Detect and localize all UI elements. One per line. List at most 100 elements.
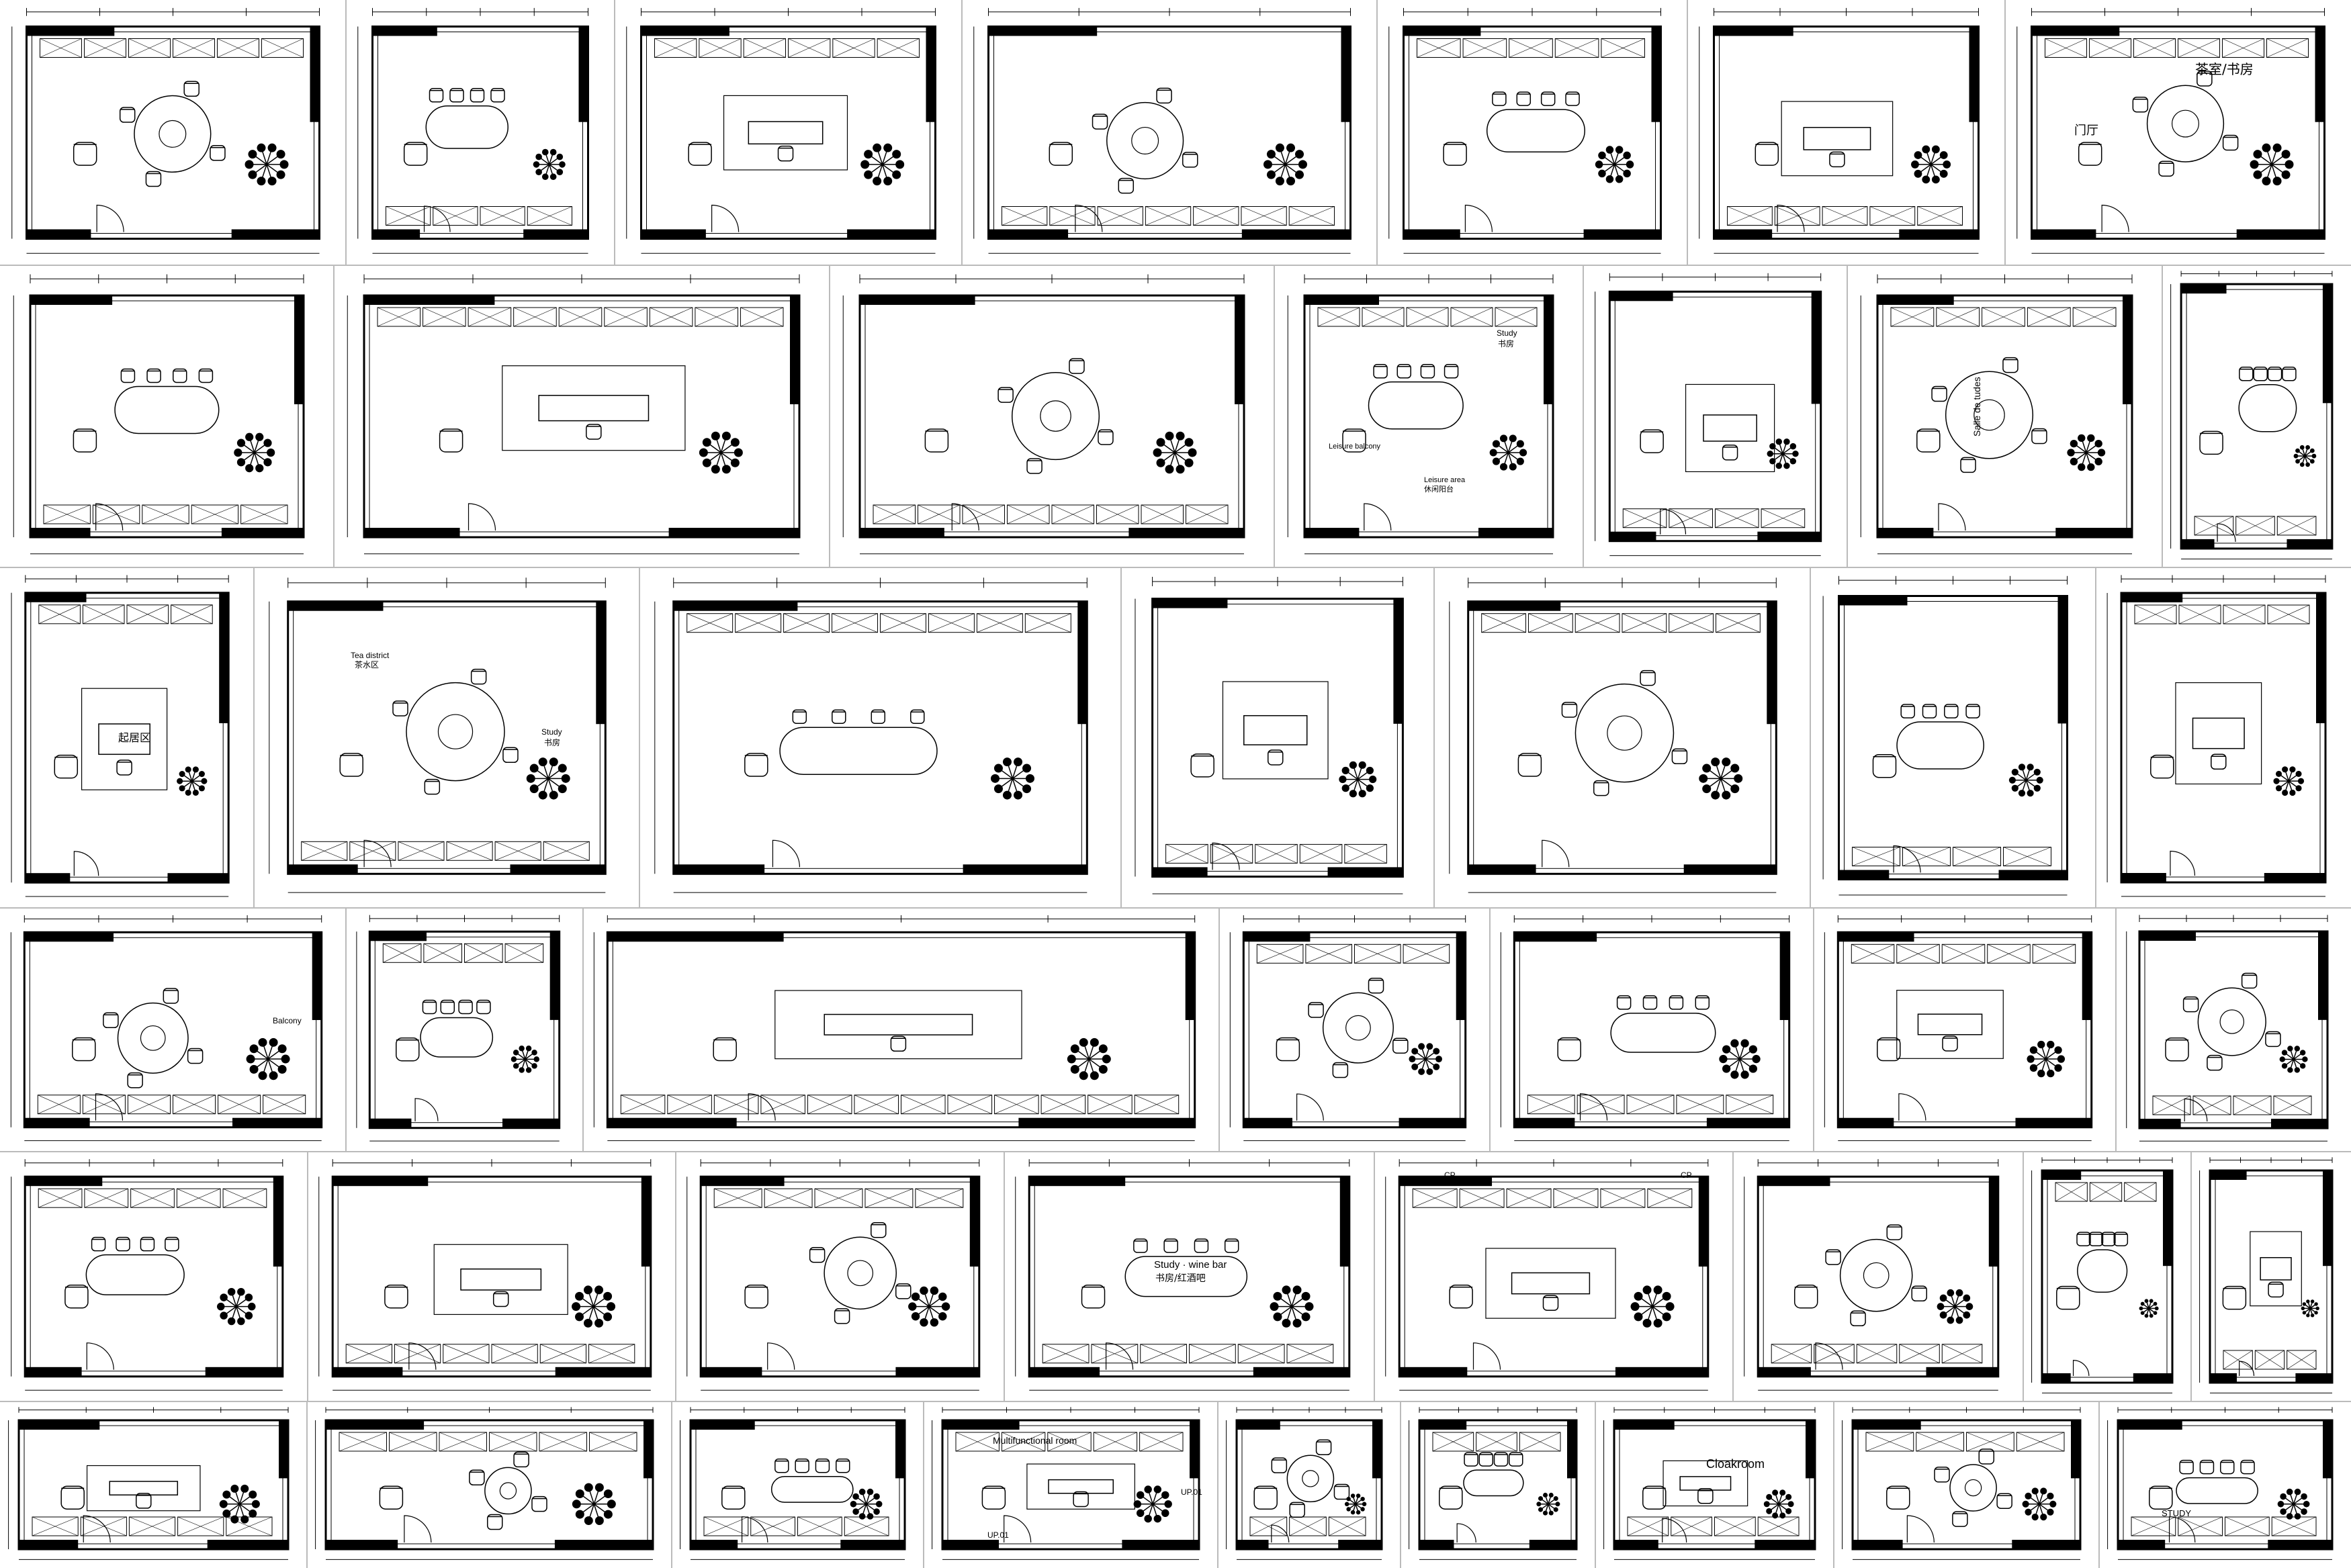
wall-segment: [641, 26, 729, 36]
cabinet: [386, 206, 431, 226]
wall-segment: [2133, 1373, 2172, 1383]
cabinet: [976, 613, 1023, 633]
area-rug: [1685, 383, 1775, 473]
cabinet: [84, 1188, 129, 1208]
chair: [834, 1308, 850, 1324]
label-balcony: Balcony: [273, 1016, 302, 1025]
desk: [2260, 1257, 2292, 1281]
door-swing: [1660, 508, 1687, 535]
chair: [54, 754, 79, 779]
cabinet: [1002, 206, 1048, 226]
room-outline: [606, 931, 1196, 1129]
wall-segment: [1339, 1177, 1349, 1267]
room-inner-line: [864, 300, 1239, 533]
chair: [403, 142, 428, 166]
plant-icon: [1536, 1492, 1560, 1516]
room-inner-line: [993, 32, 1345, 234]
floor-plan-panel: [1595, 273, 1822, 556]
door-swing: [2101, 204, 2129, 232]
cabinet: [1669, 508, 1713, 528]
wall-segment: [701, 1177, 785, 1187]
cabinet: [1097, 206, 1143, 226]
room-outline: [26, 26, 320, 240]
room-outline: [987, 26, 1351, 240]
cabinet: [873, 504, 916, 524]
room-outline: [1838, 595, 2068, 880]
wall-segment: [502, 1118, 560, 1128]
cabinet: [1286, 1344, 1334, 1364]
wall-segment: [607, 1117, 737, 1127]
cabinet: [1814, 1344, 1855, 1364]
chair: [2150, 754, 2174, 779]
plant-icon: [2293, 445, 2317, 467]
chair: [1542, 1295, 1559, 1311]
door-swing: [767, 1342, 795, 1370]
chair: [997, 387, 1014, 403]
chair: [1368, 978, 1384, 994]
door-swing: [1938, 503, 1966, 531]
room-inner-line: [1614, 296, 1816, 537]
chair: [1253, 1485, 1278, 1510]
cabinet: [735, 613, 782, 633]
floor-plan-panel: [680, 1407, 906, 1560]
label-tea-district-en: Tea district: [351, 651, 390, 660]
wall-segment: [1243, 1117, 1292, 1127]
plant-icon: [1409, 1043, 1443, 1075]
room-outline: [1403, 26, 1662, 240]
wall-segment: [1615, 1367, 1708, 1377]
plan-labels: 茶室/书房 门厅 Study 书房 Leisure balcony Leisur…: [118, 61, 2254, 1540]
cabinet: [2032, 943, 2076, 964]
chair: [744, 1285, 768, 1309]
plant-icon: [1763, 1489, 1794, 1519]
plant-icon: [234, 432, 275, 473]
chair: [1508, 1452, 1523, 1467]
cabinet: [1001, 1432, 1046, 1452]
plant-icon: [1067, 1037, 1111, 1080]
door-swing: [711, 204, 740, 232]
wall-segment: [554, 1540, 653, 1549]
chair: [2165, 1037, 2189, 1062]
cabinet: [1757, 1516, 1800, 1536]
cabinet: [1317, 307, 1360, 327]
desk: [2192, 717, 2245, 749]
cabinet: [588, 1344, 635, 1364]
chair: [1092, 113, 1108, 130]
cabinet: [703, 1516, 749, 1536]
chair: [1916, 428, 1941, 453]
chair: [1642, 995, 1658, 1010]
chair: [1333, 1483, 1350, 1500]
wall-segment: [1152, 598, 1228, 608]
room-outline: [1235, 1419, 1383, 1551]
floor-plan-panel: [842, 274, 1245, 555]
wall-segment: [1714, 229, 1773, 239]
door-swing: [1662, 1518, 1687, 1543]
plant-icon: [177, 766, 208, 796]
cabinet: [2194, 516, 2234, 536]
plant-icon: [2273, 766, 2305, 796]
wall-segment: [1838, 596, 1908, 606]
cabinet: [1896, 943, 1940, 964]
plant-icon: [1263, 143, 1307, 186]
round-table: [134, 95, 212, 173]
cabinet: [377, 307, 421, 327]
cabinet: [2045, 38, 2087, 58]
wall-segment: [273, 1177, 283, 1267]
wall-segment: [332, 1177, 429, 1187]
wall-segment: [1419, 1420, 1467, 1430]
chair: [1396, 364, 1412, 379]
wall-segment: [326, 1420, 425, 1430]
chair: [2265, 1031, 2281, 1048]
chair: [1722, 445, 1738, 461]
plant-icon: [860, 143, 905, 186]
floor-plan-panel: [357, 7, 589, 254]
plant-icon: [1133, 1485, 1172, 1523]
door-swing: [2217, 523, 2236, 542]
chair: [1268, 749, 1284, 766]
cabinet: [783, 613, 830, 633]
wall-segment: [969, 1177, 979, 1267]
label-living-area-cn: 起居区: [118, 731, 150, 744]
cabinet: [1647, 1188, 1693, 1208]
cabinet: [2287, 1350, 2317, 1370]
cabinet: [2266, 38, 2309, 58]
area-rug: [1222, 681, 1329, 780]
